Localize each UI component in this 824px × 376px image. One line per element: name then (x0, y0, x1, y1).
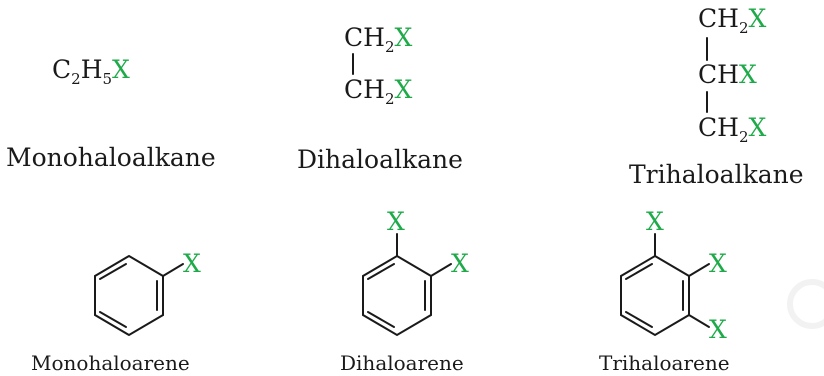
di-alkane-row2: CH2X (344, 75, 413, 108)
tri-alkane-row3: CH2X (698, 113, 767, 146)
mono-benzene-ring (94, 254, 164, 337)
tri-arene-halogen-lower: X (709, 315, 727, 344)
dihaloarene-caption: Dihaloarene (340, 351, 464, 375)
monohaloalkane-formula: C2H5X (52, 55, 130, 88)
mono-substituent-bond (162, 263, 184, 277)
di-arene-halogen-right: X (451, 249, 469, 278)
di-alkane-row1: CH2X (344, 23, 413, 56)
dihaloalkane-caption: Dihaloalkane (297, 145, 463, 174)
mono-double-bond-2 (99, 311, 127, 328)
tri-alkane-row2: CHX (698, 60, 757, 89)
mono-arene-halogen: X (183, 249, 201, 278)
monohaloarene-caption: Monohaloarene (31, 351, 190, 375)
tri-benzene-ring (620, 254, 690, 337)
di-arene-halogen-top: X (387, 207, 405, 236)
monohaloalkane-caption: Monohaloalkane (6, 143, 216, 172)
trihaloalkane-caption: Trihaloalkane (629, 160, 804, 189)
tri-alkane-row1: CH2X (698, 4, 767, 37)
tri-substituent-bond-upper (688, 263, 710, 277)
tri-double-bond-3 (625, 263, 653, 280)
monohaloarene-structure: X (94, 249, 201, 337)
dihaloalkane-formula: CH2X CH2X (344, 23, 413, 108)
trihaloalkane-formula: CH2X CHX CH2X (698, 4, 767, 146)
tri-substituent-bond-lower (688, 314, 710, 328)
di-double-bond-3 (367, 263, 395, 280)
trihaloarene-structure: X X X (620, 207, 727, 344)
tri-arene-halogen-top: X (646, 207, 664, 236)
mono-double-bond-3 (99, 263, 127, 280)
trihaloarene-caption: Trihaloarene (599, 351, 730, 375)
di-double-bond-2 (367, 311, 395, 328)
dihaloarene-structure: X X (362, 207, 469, 337)
watermark-ring (787, 279, 824, 329)
di-benzene-ring (362, 254, 432, 337)
mono-alkane-text: C2H5X (52, 55, 130, 88)
tri-arene-halogen-upper: X (709, 249, 727, 278)
tri-double-bond-2 (625, 311, 653, 328)
di-substituent-bond-right (430, 263, 452, 277)
